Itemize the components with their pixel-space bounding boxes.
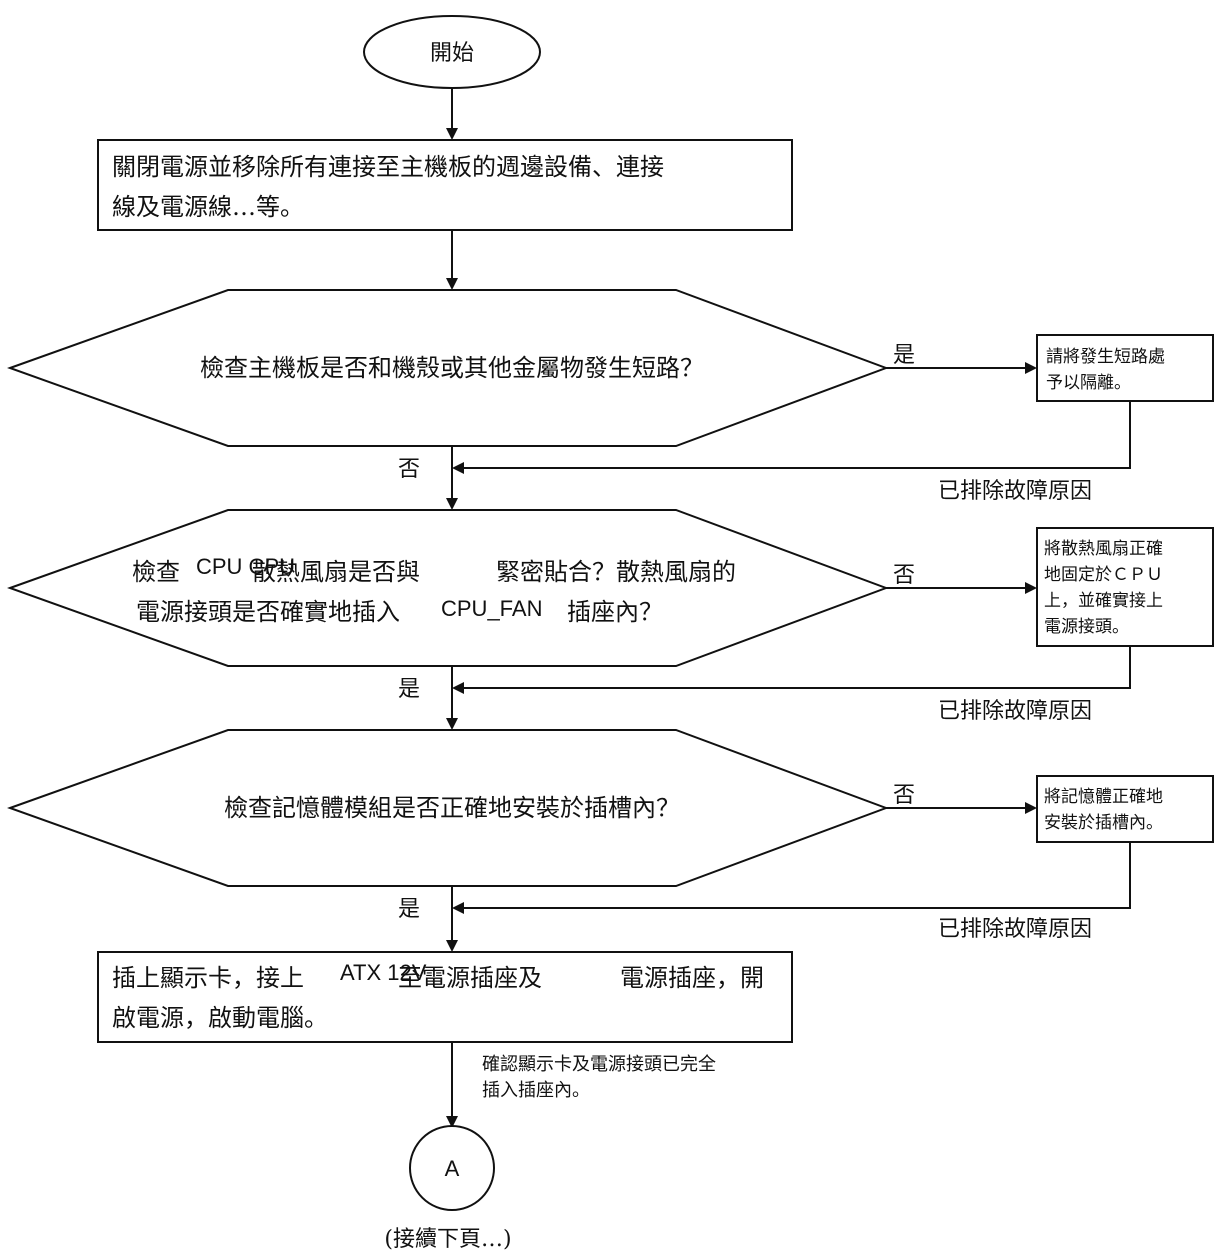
- decision1-fix-line2: 予以隔離。: [1046, 373, 1131, 393]
- step2-line1-d: 電源插座，開: [620, 964, 764, 992]
- decision2-fix-line2: 地固定於ＣＰＵ: [1044, 565, 1163, 585]
- decision3-fix-line2: 安裝於插槽內。: [1044, 813, 1163, 833]
- decision2-q-line2-c: 插座內？: [567, 598, 663, 626]
- decision2-no-label: 否: [893, 563, 915, 588]
- step2-line1-c: 至電源插座及: [398, 964, 542, 992]
- decision2-q-line1-b: CPU CPU: [196, 554, 295, 579]
- decision3-question: 檢查記憶體模組是否正確地安裝於插槽內？: [224, 794, 680, 822]
- decision2-resolved-return: [452, 646, 1131, 694]
- step1-text-line2: 線及電源線…等。: [112, 193, 304, 221]
- decision2-q-line2-a: 電源接頭是否確實地插入: [136, 598, 400, 626]
- decision2-resolved-label: 已排除故障原因: [938, 699, 1092, 724]
- continued-label: (接續下頁…): [384, 1227, 511, 1252]
- step2-line1-a: 插上顯示卡，接上: [112, 964, 304, 992]
- decision1-fix-box: [1036, 334, 1214, 402]
- connector-a-circle: [409, 1125, 495, 1211]
- step2-box: [97, 951, 793, 1043]
- step1-text-line1: 關閉電源並移除所有連接至主機板的週邊設備、連接: [112, 153, 664, 181]
- decision2-fix-box: [1036, 527, 1214, 647]
- decision3-fix-line1: 將記憶體正確地: [1044, 787, 1163, 807]
- step2-line1-b: ATX 12V: [340, 960, 427, 985]
- decision3-fix-box: [1036, 775, 1214, 843]
- decision2-q-line2-b: CPU_FAN: [441, 596, 542, 621]
- note-line2: 插入插座內。: [482, 1080, 590, 1101]
- decision1-yes-label: 是: [893, 343, 915, 368]
- decision1-question: 檢查主機板是否和機殼或其他金屬物發生短路？: [200, 354, 704, 382]
- decision3-resolved-return: [452, 842, 1131, 914]
- note-line1: 確認顯示卡及電源接頭已完全: [482, 1054, 716, 1075]
- decision2-q-line1-c: 散熱風扇是否與: [252, 558, 420, 586]
- decision2-yes-label: 是: [398, 677, 420, 702]
- decision3-no-label: 否: [893, 783, 915, 808]
- decision2-q-line1-d: 緊密貼合？散熱風扇的: [496, 558, 736, 586]
- connector-a-label: A: [445, 1156, 460, 1181]
- decision2-q-line1-a: 檢查: [132, 558, 180, 586]
- decision2-hexagon: [7, 509, 889, 667]
- decision3-resolved-label: 已排除故障原因: [938, 917, 1092, 942]
- decision1-resolved-return: [452, 401, 1131, 474]
- step2-line2: 啟電源，啟動電腦。: [112, 1004, 328, 1032]
- decision2-fix-line3: 上，並確實接上: [1044, 591, 1163, 611]
- step1-box: [97, 139, 793, 231]
- start-label: 開始: [430, 41, 474, 66]
- decision2-fix-line4: 電源接頭。: [1044, 617, 1129, 637]
- decision2-fix-line1: 將散熱風扇正確: [1044, 539, 1163, 559]
- decision1-fix-line1: 請將發生短路處: [1046, 347, 1165, 367]
- decision1-resolved-label: 已排除故障原因: [938, 479, 1092, 504]
- decision1-no-label: 否: [398, 457, 420, 482]
- decision3-yes-label: 是: [398, 897, 420, 922]
